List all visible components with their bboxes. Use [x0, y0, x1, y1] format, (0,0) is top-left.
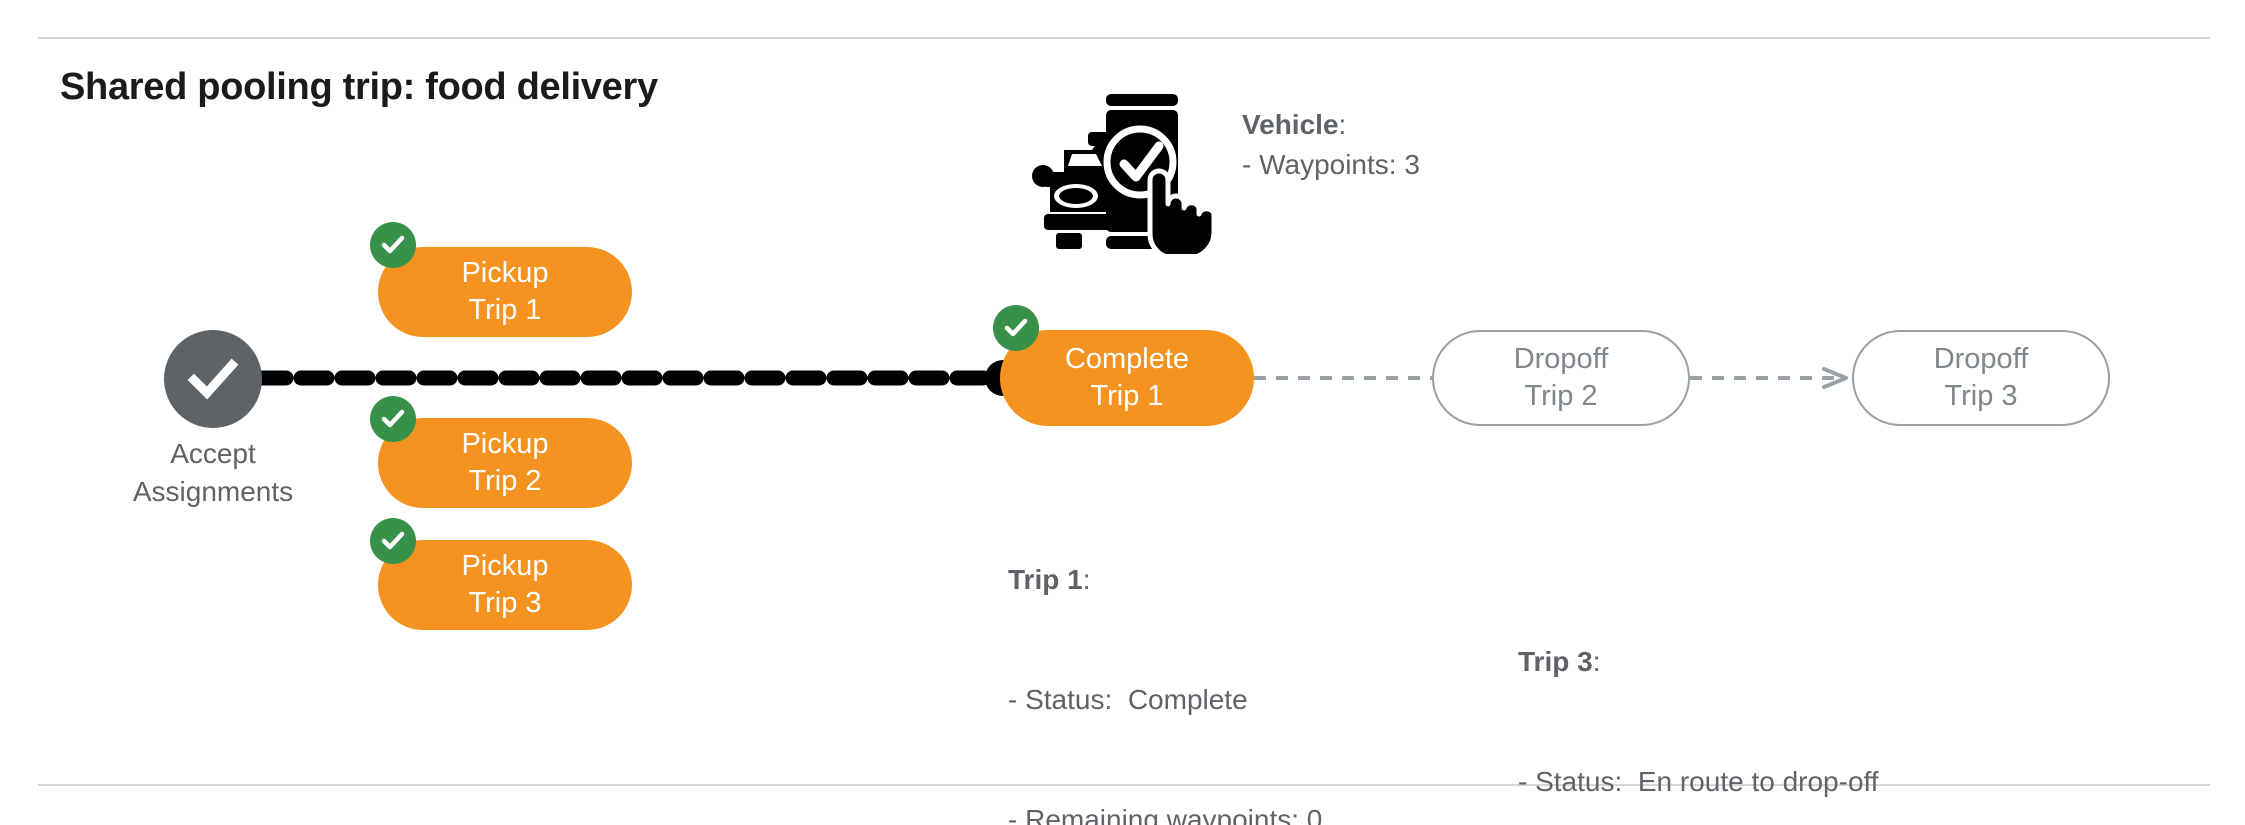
pill-pickup-trip-2-line2: Trip 2 — [468, 465, 542, 497]
pill-dropoff-trip-2-line1: Dropoff — [1513, 343, 1609, 375]
trip-1-heading: Trip 1 — [1008, 564, 1083, 595]
accept-assignments-label: Accept Assignments — [104, 435, 322, 511]
pill-pickup-trip-1-line1: Pickup — [461, 257, 549, 289]
checkmark-icon — [187, 358, 239, 400]
pill-pickup-trip-3-line1: Pickup — [461, 550, 549, 582]
connector-accept-to-complete — [258, 370, 1014, 386]
connector-dropoff-2-to-dropoff-3 — [1690, 367, 1848, 389]
pill-pickup-trip-1-line2: Trip 1 — [468, 294, 542, 326]
checkmark-icon — [381, 235, 405, 254]
trip-3-status: - Status: En route to drop-off — [1518, 766, 1879, 797]
pill-dropoff-trip-3-line1: Dropoff — [1933, 343, 2029, 375]
pill-dropoff-trip-3[interactable]: Dropoff Trip 3 — [1852, 330, 2110, 426]
check-badge-icon-pickup-3 — [370, 518, 416, 564]
check-badge-icon-complete-1 — [993, 305, 1039, 351]
check-badge-icon-pickup-1 — [370, 222, 416, 268]
page-title: Shared pooling trip: food delivery — [60, 66, 658, 108]
pill-pickup-trip-2[interactable]: Pickup Trip 2 — [378, 418, 632, 508]
trip-1-waypoints: - Remaining waypoints: 0 — [1008, 804, 1323, 825]
accept-assignments-node[interactable]: Accept Assignments — [133, 330, 293, 507]
checkmark-icon — [381, 409, 405, 428]
pill-pickup-trip-3-line2: Trip 3 — [468, 587, 542, 619]
trip-info-right-block: Trip 3: - Status: En route to drop-off -… — [1518, 562, 1879, 825]
vehicle-waypoints: - Waypoints: 3 — [1242, 149, 1420, 180]
connector-complete-to-dropoff-2 — [1254, 376, 1432, 380]
pill-pickup-trip-1[interactable]: Pickup Trip 1 — [378, 247, 632, 337]
check-circle-icon — [164, 330, 262, 428]
vehicle-heading-row: Vehicle: — [1242, 105, 1420, 145]
vehicle-heading: Vehicle — [1242, 109, 1339, 140]
trip-3-heading: Trip 3 — [1518, 646, 1593, 677]
pill-dropoff-trip-3-line2: Trip 3 — [1944, 380, 2018, 412]
pill-complete-trip-1-line2: Trip 1 — [1090, 380, 1164, 412]
pill-pickup-trip-2-line1: Pickup — [461, 428, 549, 460]
divider-top — [38, 37, 2210, 39]
pill-complete-trip-1-line1: Complete — [1064, 343, 1190, 375]
check-badge-icon-pickup-2 — [370, 396, 416, 442]
pill-dropoff-trip-2[interactable]: Dropoff Trip 2 — [1432, 330, 1690, 426]
car-phone-check-icon — [1032, 94, 1214, 254]
vehicle-heading-suffix: : — [1338, 109, 1347, 140]
accept-label-line1: Accept — [170, 438, 256, 469]
checkmark-icon — [381, 531, 405, 550]
vehicle-info-block: Vehicle: - Waypoints: 3 — [1242, 105, 1420, 185]
trip-1-heading-row: Trip 1: — [1008, 564, 1091, 595]
trip-info-left-block: Trip 1: - Status: Complete - Remaining w… — [1008, 480, 1369, 825]
trip-3-heading-row: Trip 3: — [1518, 646, 1601, 677]
accept-label-line2: Assignments — [132, 476, 294, 507]
pill-complete-trip-1[interactable]: Complete Trip 1 — [1000, 330, 1254, 426]
pill-dropoff-trip-2-line2: Trip 2 — [1524, 380, 1598, 412]
pill-pickup-trip-3[interactable]: Pickup Trip 3 — [378, 540, 632, 630]
trip-1-status: - Status: Complete — [1008, 684, 1248, 715]
divider-bottom — [38, 784, 2210, 786]
checkmark-icon — [1004, 318, 1028, 337]
